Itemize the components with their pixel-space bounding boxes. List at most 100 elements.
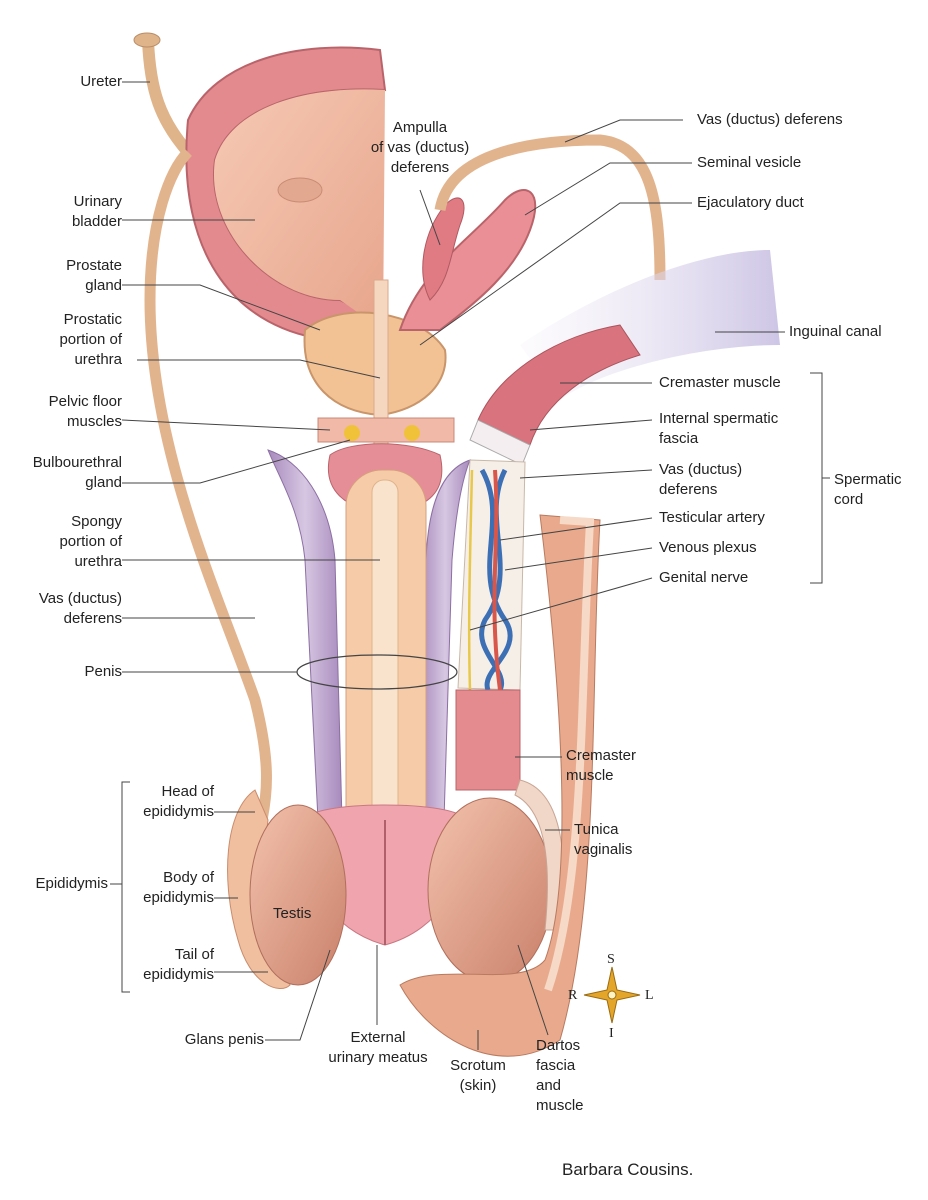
label-line: urinary meatus: [328, 1049, 428, 1066]
label-line: Body of: [163, 869, 214, 886]
compass-left: L: [645, 988, 654, 1003]
label-line: gland: [85, 474, 122, 491]
label-dartos: Dartos fascia and muscle: [536, 1036, 584, 1116]
label-ampulla: Ampulla of vas (ductus) deferens: [360, 118, 480, 178]
spongy-urethra: [371, 479, 399, 861]
label-urinary-bladder: Urinary bladder: [40, 192, 122, 232]
label-line: (skin): [459, 1077, 497, 1094]
label-scrotum: Scrotum (skin): [436, 1056, 520, 1096]
orientation-compass: [583, 966, 641, 1024]
label-line: portion of: [59, 533, 122, 550]
label-line: muscles: [66, 413, 122, 430]
label-line: Spermatic: [834, 471, 902, 488]
internal-spermatic-fascia: [469, 419, 531, 466]
label-line: Vas (ductus): [659, 461, 743, 478]
label-head-epididymis: Head of epididymis: [130, 782, 214, 822]
label-external-meatus: External urinary meatus: [318, 1028, 438, 1068]
label-line: muscle: [566, 767, 614, 784]
ureter-opening: [133, 32, 161, 48]
vas-deferens-left: [144, 148, 272, 822]
label-seminal-vesicle: Seminal vesicle: [697, 154, 802, 171]
leader-lines: [121, 81, 785, 1050]
label-line: fascia: [659, 430, 699, 447]
compass-inferior: I: [609, 1026, 614, 1041]
label-line: Internal spermatic: [659, 410, 779, 427]
label-line: and: [536, 1077, 562, 1094]
ampulla: [422, 197, 465, 301]
label-prostatic-urethra: Prostatic portion of urethra: [40, 310, 122, 370]
label-glans-penis: Glans penis: [184, 1031, 264, 1048]
label-epididymis: Epididymis: [35, 875, 108, 892]
label-penis: Penis: [84, 663, 122, 680]
label-line: Prostate: [66, 257, 122, 274]
label-line: Tunica: [574, 821, 619, 838]
testicular-artery: [492, 469, 502, 691]
label-line: Scrotum: [450, 1057, 506, 1074]
label-venous-plexus: Venous plexus: [659, 539, 757, 556]
label-ureter: Ureter: [80, 73, 122, 90]
label-line: fascia: [536, 1057, 576, 1074]
vas-deferens-right: [434, 134, 666, 281]
compass-right: R: [568, 988, 578, 1003]
label-line: muscle: [536, 1097, 584, 1114]
label-line: epididymis: [143, 966, 214, 983]
label-line: epididymis: [143, 889, 214, 906]
epididymis-bracket: [110, 781, 130, 993]
label-tail-epididymis: Tail of epididymis: [130, 945, 214, 985]
label-bulbourethral: Bulbourethral gland: [10, 453, 122, 493]
label-cremaster-top: Cremaster muscle: [659, 374, 781, 391]
label-line: Urinary: [73, 193, 122, 210]
label-spermatic-cord: Spermatic cord: [834, 470, 902, 510]
label-prostate-gland: Prostate gland: [40, 256, 122, 296]
label-line: deferens: [63, 610, 122, 627]
label-testicular-artery: Testicular artery: [659, 509, 765, 526]
label-line: Vas (ductus): [38, 590, 122, 607]
label-line: Head of: [161, 783, 214, 800]
tunica-vaginalis: [514, 779, 565, 931]
compass-superior: S: [607, 952, 615, 967]
seminal-vesicle: [398, 189, 537, 331]
cremaster-muscle-upper: [477, 324, 641, 446]
corpus-cavernosum-left: [267, 449, 343, 821]
label-line: Pelvic floor: [48, 393, 122, 410]
label-tunica-vaginalis: Tunica vaginalis: [574, 820, 632, 860]
label-vas-right: Vas (ductus) deferens: [659, 460, 742, 500]
label-line: of vas (ductus): [370, 139, 470, 156]
artist-credit: Barbara Cousins.: [562, 1160, 694, 1179]
label-line: urethra: [74, 553, 122, 570]
label-vas-top: Vas (ductus) deferens: [697, 111, 843, 128]
label-line: Dartos: [536, 1037, 581, 1054]
label-line: Bulbourethral: [32, 454, 122, 471]
label-pelvic-floor: Pelvic floor muscles: [20, 392, 122, 432]
label-line: epididymis: [143, 803, 214, 820]
label-line: deferens: [659, 481, 718, 498]
label-line: portion of: [59, 331, 122, 348]
label-line: vaginalis: [574, 841, 633, 858]
label-genital-nerve: Genital nerve: [659, 569, 749, 586]
label-inguinal-canal: Inguinal canal: [789, 323, 882, 340]
cremaster-muscle-lower: [455, 689, 521, 791]
label-testis: Testis: [273, 905, 312, 922]
label-line: gland: [85, 277, 122, 294]
label-line: cord: [834, 491, 864, 508]
label-line: External: [350, 1029, 406, 1046]
label-line: urethra: [74, 351, 122, 368]
label-line: bladder: [71, 213, 122, 230]
label-internal-fascia: Internal spermatic fascia: [659, 409, 778, 449]
genital-nerve: [467, 469, 474, 691]
label-line: Ampulla: [392, 119, 448, 136]
testis-right: [427, 797, 553, 983]
spermatic-cord-bracket: [810, 372, 830, 584]
label-line: Prostatic: [63, 311, 122, 328]
pelvic-floor-muscles: [317, 417, 455, 443]
dartos-fascia: [544, 516, 595, 992]
label-cremaster-low: Cremaster muscle: [566, 746, 636, 786]
testis-left: [249, 804, 347, 986]
label-line: Tail of: [174, 946, 214, 963]
label-line: deferens: [390, 159, 450, 176]
label-vas-left: Vas (ductus) deferens: [10, 589, 122, 629]
label-line: Cremaster: [566, 747, 637, 764]
